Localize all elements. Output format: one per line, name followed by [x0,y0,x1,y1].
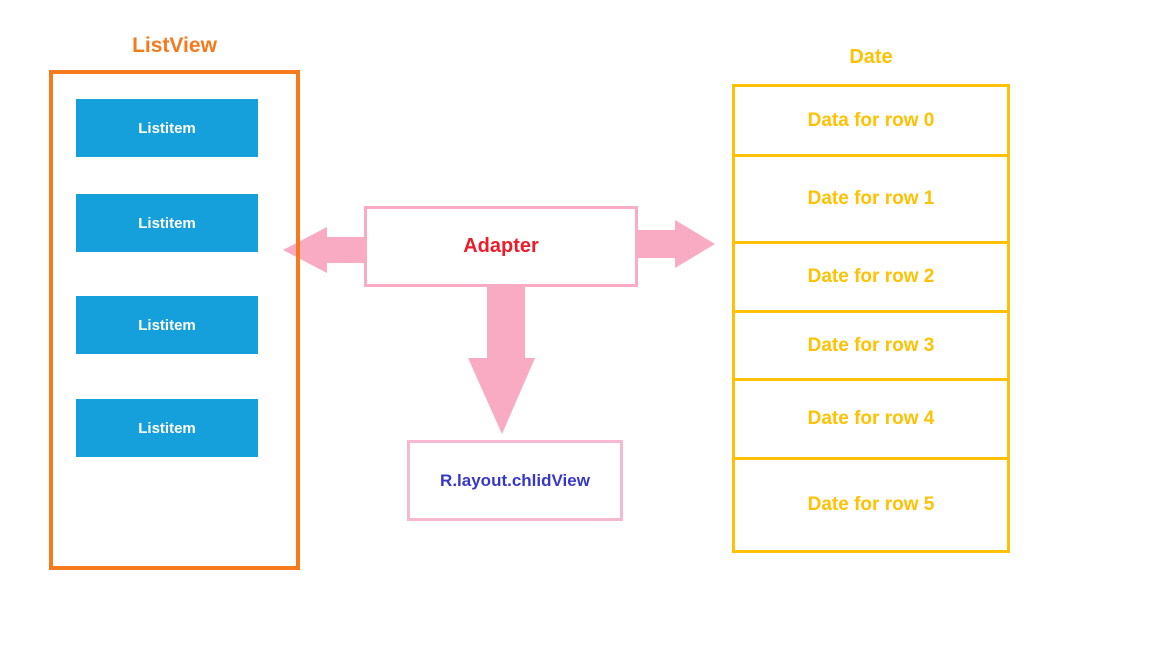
adapter-box: Adapter [364,206,638,287]
arrow-right-icon [638,220,715,268]
date-table: Data for row 0 Date for row 1 Date for r… [732,84,1010,553]
listview-container: Listitem Listitem Listitem Listitem [49,70,300,570]
listview-item: Listitem [76,399,258,457]
date-table-row: Date for row 1 [735,157,1007,244]
date-table-row: Data for row 0 [735,87,1007,157]
listview-item: Listitem [76,296,258,354]
layout-box: R.layout.chlidView [407,440,623,521]
layout-box-label: R.layout.chlidView [440,470,590,490]
date-table-title: Date [849,46,893,68]
arrow-down-icon [468,286,535,434]
date-table-row: Date for row 2 [735,244,1007,313]
date-table-row: Date for row 5 [807,494,935,515]
date-table-row: Date for row 3 [735,313,1007,381]
date-table-row: Date for row 4 [735,381,1007,460]
listview-title: ListView [132,34,217,57]
listview-item: Listitem [76,194,258,252]
listview-item: Listitem [76,99,258,157]
adapter-label: Adapter [463,235,539,257]
